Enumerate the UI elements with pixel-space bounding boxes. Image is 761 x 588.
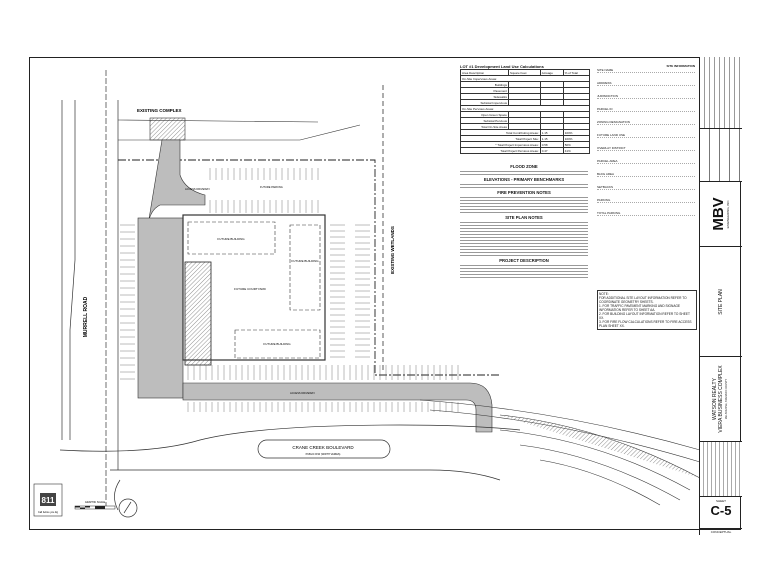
site-info-row: SETBACKS [597, 185, 695, 190]
sheet-label: SHEET [715, 499, 726, 503]
existing-complex-label: EXISTING COMPLEX [137, 108, 182, 113]
project-name-block: WATSON REALTY VIERA BUSINESS COMPLEX MEL… [700, 357, 742, 442]
future-building-3 [234, 329, 321, 359]
svg-text:GRAPHIC SCALE: GRAPHIC SCALE [85, 501, 106, 504]
site-info-row: BLDG AREA [597, 172, 695, 177]
site-info-row: TOTAL PARKING [597, 211, 695, 216]
future-courtyard-label: FUTURE COURTYARD [234, 287, 267, 291]
flood-zone-heading: FLOOD ZONE [510, 164, 538, 169]
future-building-2 [289, 224, 321, 311]
building-footprint [184, 261, 212, 366]
sheet-title: SITE PLAN [718, 288, 724, 315]
site-info-row: ZONING DESIGNATION [597, 120, 695, 125]
existing-complex-drive [117, 117, 361, 141]
east-parking-curves [419, 399, 701, 506]
north-arrow-pointer [123, 501, 132, 514]
existing-wetlands-label: EXISTING WETLANDS [390, 226, 395, 274]
property-boundary [118, 159, 500, 376]
sheet-title-block: SITE PLAN [700, 247, 742, 357]
access-driveway-top-label: ACCESS DRIVEWAY [185, 187, 210, 191]
future-building-1 [187, 221, 276, 255]
site-info-row: ADDRESS [597, 81, 695, 86]
project-info-block [700, 129, 742, 182]
svg-text:Call before you dig: Call before you dig [38, 511, 59, 514]
sheet-number-block: SHEET C-5 [700, 497, 742, 529]
future-parking-label: FUTURE PARKING [260, 185, 283, 189]
land-use-title: LOT #1 Development Land Use Calculations [460, 64, 544, 69]
title-block: MBV ENGINEERING, INC. SITE PLAN WATSON R… [699, 57, 742, 535]
land-use-calculations: LOT #1 Development Land Use Calculations… [460, 64, 595, 154]
graphic-scale: GRAPHIC SCALE [74, 501, 116, 510]
note-intro: FOR ADDITIONAL SITE LAYOUT INFORMATION R… [599, 296, 687, 304]
crane-creek-sublabel: PUBLIC R/W (WIDTH VARIES) [306, 453, 341, 456]
note-item: 1. FOR TRAFFIC PAVEMENT MARKING AND SIGN… [599, 304, 681, 312]
call-811-logo: 811 Call before you dig [33, 483, 63, 517]
general-notes: FLOOD ZONE ELEVATIONS - PRIMARY BENCHMAR… [460, 164, 588, 280]
site-info-row: JURISDICTION [597, 94, 695, 99]
sheet-status: CONCEPTUAL [710, 530, 732, 534]
note-title: NOTE: [599, 292, 609, 296]
site-info-row: PARCEL ID [597, 107, 695, 112]
site-information: SITE INFORMATION SITE NAME ADDRESS JURISDI… [597, 64, 695, 224]
site-info-row: FUTURE LAND USE [597, 133, 695, 138]
svg-text:811: 811 [42, 496, 55, 505]
project-location: MELBOURNE, BREVARD COUNTY [725, 378, 728, 420]
note-item: 2. FOR BUILDING LAYOUT INFORMATION REFER… [599, 312, 690, 320]
future-building-1-label: FUTURE BUILDING [217, 237, 245, 241]
site-info-row: PARKING [597, 198, 695, 203]
future-building-2-label: FUTURE BUILDING [291, 259, 319, 263]
site-plan-notes-heading: SITE PLAN NOTES [505, 215, 543, 220]
firm-subtitle: ENGINEERING, INC. [726, 199, 730, 229]
firm-block: MBV ENGINEERING, INC. [700, 182, 742, 247]
layout-note-box: NOTE: FOR ADDITIONAL SITE LAYOUT INFORMA… [597, 290, 697, 330]
note-item: 3. FOR FIRE FLOW CALCULATIONS REFER TO F… [599, 320, 692, 328]
murrell-road [61, 70, 119, 510]
site-info-row: SITE NAME [597, 68, 695, 73]
murrell-road-label: MURRELL ROAD [83, 296, 89, 337]
site-info-title: SITE INFORMATION [666, 64, 695, 68]
firm-logo: MBV [710, 197, 727, 231]
site-info-row: PARCEL AREA [597, 159, 695, 164]
fire-prevention-heading: FIRE PREVENTION NOTES [497, 190, 551, 195]
drawing-sheet-border [29, 57, 741, 530]
future-building-3-label: FUTURE BUILDING [263, 342, 291, 346]
crane-creek-label: CRANE CREEK BOULEVARD [292, 445, 354, 450]
revision-block [700, 57, 742, 129]
stamp-block [700, 442, 742, 497]
north-arrow-icon [118, 498, 138, 518]
project-description-heading: PROJECT DESCRIPTION [499, 258, 549, 263]
site-info-row: OVERLAY DISTRICT [597, 146, 695, 151]
sheet-number: C-5 [710, 503, 732, 518]
elevations-heading: ELEVATIONS - PRIMARY BENCHMARKS [483, 177, 565, 182]
courtyard-boundary [182, 214, 326, 361]
crane-creek-boulevard [59, 424, 521, 511]
access-driveway [137, 139, 493, 433]
access-driveway-bottom-label: ACCESS DRIVEWAY [290, 391, 315, 395]
